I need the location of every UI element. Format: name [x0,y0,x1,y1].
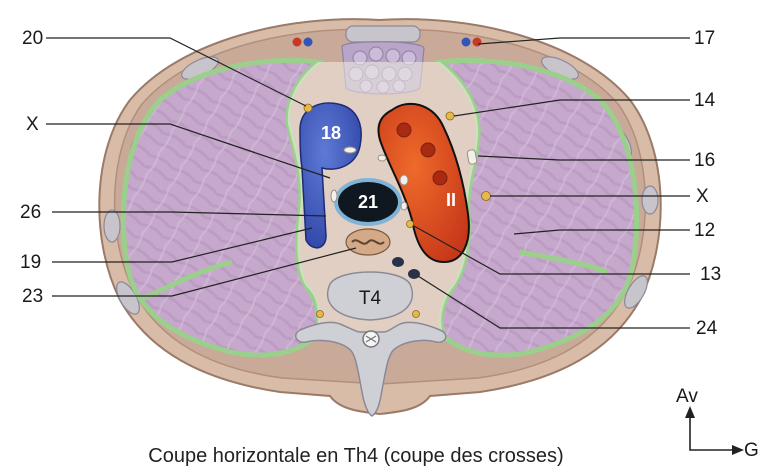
label-II: II [446,190,456,210]
label-16: 16 [694,150,715,171]
trachea: 21 [334,178,402,226]
label-13: 13 [700,264,721,285]
label-24: 24 [696,318,718,339]
label-14: 14 [694,90,716,111]
sternum [346,26,420,42]
label-T4: T4 [359,288,382,309]
label-23: 23 [22,286,43,307]
figure-caption: Coupe horizontale en Th4 (coupe des cros… [148,445,563,467]
label-X-right: X [696,186,709,207]
label-17: 17 [694,28,715,49]
compass-left-label: G [744,440,759,461]
esophagus [346,229,390,255]
label-21: 21 [358,192,378,212]
orientation-compass: Av G [676,386,759,461]
label-12: 12 [694,220,715,241]
label-26: 26 [20,202,41,223]
label-20: 20 [22,28,43,49]
label-19: 19 [20,252,41,273]
compass-anterior-label: Av [676,386,698,407]
label-X-left: X [26,114,39,135]
label-18: 18 [321,123,341,143]
